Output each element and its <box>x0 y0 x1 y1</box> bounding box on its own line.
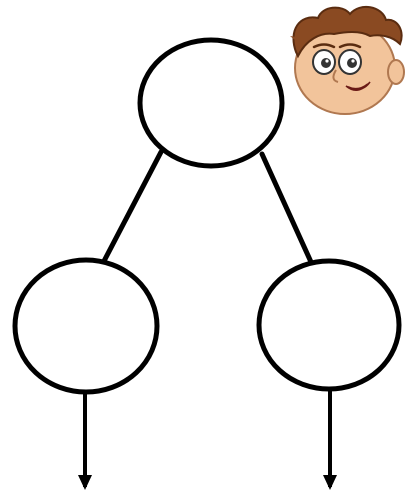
edge-root-to-left-child <box>103 152 161 263</box>
cartoon-boy-face-icon <box>290 7 404 114</box>
tree-node-root <box>140 40 282 166</box>
arrowhead-right <box>323 475 337 490</box>
tree-node-right-child <box>259 261 399 389</box>
tree-node-left-child <box>15 260 157 392</box>
edge-root-to-right-child <box>262 154 311 262</box>
arrowhead-left <box>78 475 92 490</box>
